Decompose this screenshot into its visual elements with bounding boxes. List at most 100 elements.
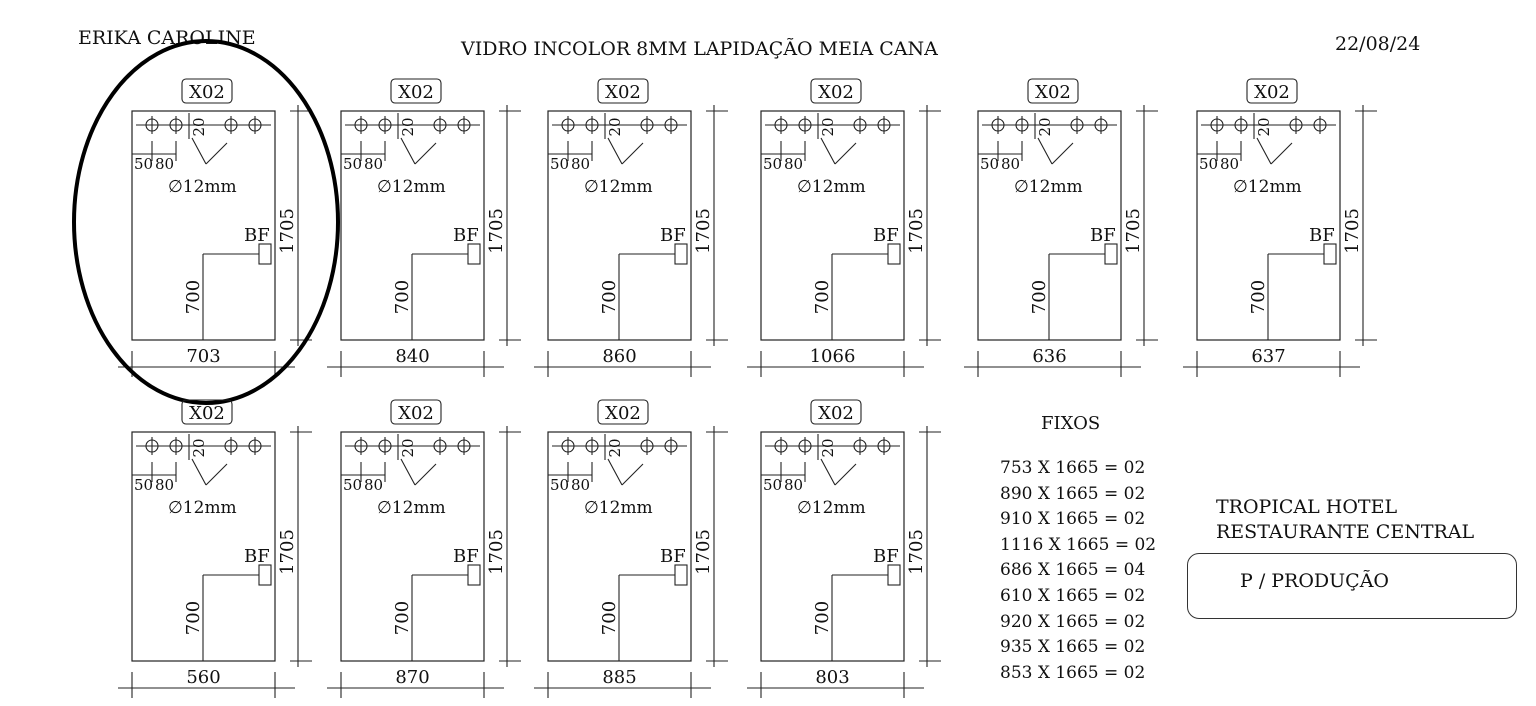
lock-height: 700 (183, 280, 204, 314)
hole-offset-y: 20 (606, 117, 624, 136)
hole-offset-y: 20 (190, 117, 208, 136)
hole-offset-x1: 50 (134, 155, 153, 173)
hole-offset-x1: 50 (763, 476, 782, 494)
hole-diameter-label: ∅12mm (797, 177, 866, 197)
lock-label: BF (244, 546, 270, 567)
panel-tag: X02 (605, 82, 641, 103)
lock-symbol (467, 564, 481, 586)
leader-line (400, 458, 416, 486)
leader-line (205, 142, 228, 165)
panel-tag: X02 (189, 403, 225, 424)
lock-symbol (1323, 243, 1337, 265)
panel-tag: X02 (605, 403, 641, 424)
hole-diameter-label: ∅12mm (377, 177, 446, 197)
hole-diameter-label: ∅12mm (1233, 177, 1302, 197)
height-label: 1705 (693, 208, 714, 254)
lock-label: BF (1090, 225, 1116, 246)
panel-width-label: 560 (186, 667, 220, 688)
leader-line (205, 463, 228, 486)
hole-offset-x1: 50 (343, 476, 362, 494)
panel-tag-box (181, 399, 233, 425)
panel-tag-box (1027, 78, 1079, 104)
hole-offset-x2: 80 (155, 476, 174, 494)
lock-label: BF (660, 546, 686, 567)
panel-width-label: 885 (602, 667, 636, 688)
fixo-item: 910 X 1665 = 02 (1000, 509, 1146, 530)
fixo-item: 920 X 1665 = 02 (1000, 611, 1146, 632)
hole-offset-y: 20 (399, 117, 417, 136)
hole-offset-x2: 80 (571, 155, 590, 173)
fixos-title: FIXOS (1041, 413, 1101, 434)
hole-offset-y: 20 (399, 438, 417, 457)
panel-tag: X02 (398, 403, 434, 424)
hole-offset-x1: 50 (343, 155, 362, 173)
height-label: 1705 (486, 208, 507, 254)
lock-symbol (887, 564, 901, 586)
hole-offset-x2: 80 (1220, 155, 1239, 173)
panel-tag: X02 (818, 403, 854, 424)
hole-diameter-label: ∅12mm (1014, 177, 1083, 197)
lock-label: BF (660, 225, 686, 246)
lock-symbol (258, 564, 272, 586)
lock-label: BF (244, 225, 270, 246)
lock-label: BF (453, 546, 479, 567)
hole-offset-y: 20 (819, 438, 837, 457)
panel-tag-box (390, 78, 442, 104)
leader-line (191, 458, 207, 486)
hole-diameter-label: ∅12mm (584, 498, 653, 518)
hole-offset-x2: 80 (364, 155, 383, 173)
hole-offset-y: 20 (606, 438, 624, 457)
leader-line (1037, 137, 1053, 165)
hole-offset-x1: 50 (550, 476, 569, 494)
lock-label: BF (873, 546, 899, 567)
height-label: 1705 (906, 529, 927, 575)
height-label: 1705 (277, 208, 298, 254)
hole-offset-y: 20 (819, 117, 837, 136)
hole-diameter-label: ∅12mm (377, 498, 446, 518)
leader-line (607, 137, 623, 165)
leader-line (621, 142, 644, 165)
leader-line (820, 458, 836, 486)
panel-tag: X02 (818, 82, 854, 103)
hole-offset-y: 20 (1036, 117, 1054, 136)
lock-height: 700 (392, 601, 413, 635)
panel-width-label: 803 (815, 667, 849, 688)
leader-line (400, 137, 416, 165)
lock-height: 700 (812, 280, 833, 314)
height-label: 1705 (1342, 208, 1363, 254)
lock-symbol (467, 243, 481, 265)
panel-tag-box (810, 78, 862, 104)
lock-height: 700 (1248, 280, 1269, 314)
leader-line (191, 137, 207, 165)
height-label: 1705 (277, 529, 298, 575)
panel-tag-box (810, 399, 862, 425)
panel-tag-box (597, 399, 649, 425)
highlight-ellipse (72, 39, 340, 405)
height-label: 1705 (486, 529, 507, 575)
fixo-item: 686 X 1665 = 04 (1000, 560, 1146, 581)
hole-offset-x1: 50 (550, 155, 569, 173)
leader-line (621, 463, 644, 486)
lock-height: 700 (392, 280, 413, 314)
panel-tag: X02 (189, 82, 225, 103)
fixo-item: 853 X 1665 = 02 (1000, 662, 1146, 683)
panel-tag: X02 (398, 82, 434, 103)
production-label: P / PRODUÇÃO (1240, 570, 1390, 592)
hole-offset-x1: 50 (980, 155, 999, 173)
hole-diameter-label: ∅12mm (168, 498, 237, 518)
hole-offset-x1: 50 (1199, 155, 1218, 173)
lock-label: BF (1309, 225, 1335, 246)
leader-line (414, 142, 437, 165)
date-label: 22/08/24 (1335, 33, 1421, 55)
client-block: TROPICAL HOTEL RESTAURANTE CENTRAL (1216, 495, 1474, 545)
hole-offset-x2: 80 (155, 155, 174, 173)
hole-offset-x2: 80 (1001, 155, 1020, 173)
panel-tag-box (181, 78, 233, 104)
